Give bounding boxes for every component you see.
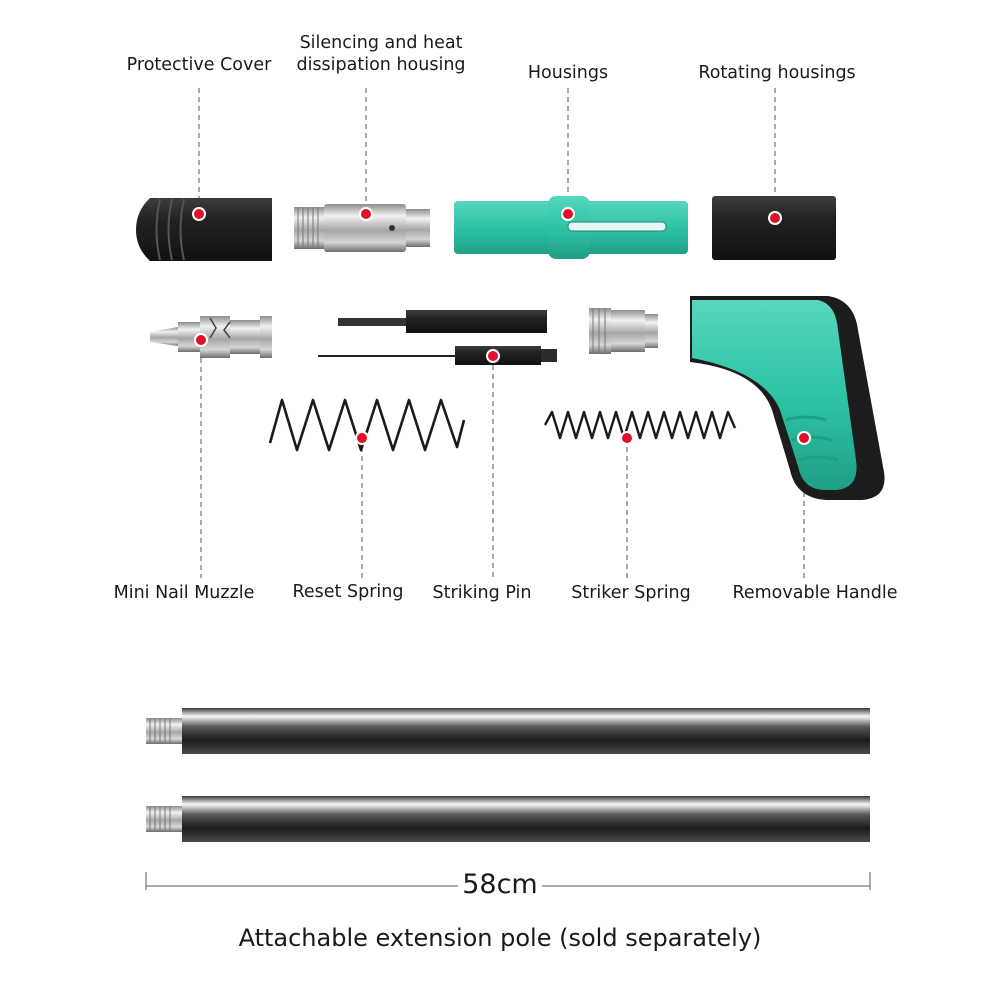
extension-pole-2	[146, 796, 870, 842]
marker-striking-pin	[486, 349, 500, 363]
marker-silencing-housing	[359, 207, 373, 221]
rotating-housing-part	[712, 196, 836, 260]
dimension-label: 58cm	[458, 869, 542, 900]
label-striking-pin: Striking Pin	[432, 583, 532, 603]
label-reset-spring: Reset Spring	[292, 582, 404, 602]
label-protective-cover: Protective Cover	[126, 55, 272, 75]
nut-part	[589, 308, 658, 354]
mini-nail-muzzle-part	[150, 316, 272, 358]
part-markers	[192, 207, 811, 445]
removable-handle-part	[690, 296, 885, 500]
marker-rotating-housings	[768, 211, 782, 225]
housing-part	[454, 196, 688, 259]
striking-pin-part	[318, 310, 557, 365]
dimension-label-wrap: 58cm	[0, 869, 1000, 900]
caption: Attachable extension pole (sold separate…	[238, 924, 762, 952]
marker-striker-spring	[620, 431, 634, 445]
reset-spring-part	[268, 398, 466, 452]
label-housings: Housings	[527, 63, 609, 83]
label-mini-nail-muzzle: Mini Nail Muzzle	[113, 583, 255, 603]
label-striker-spring: Striker Spring	[571, 583, 691, 603]
marker-mini-nail-muzzle	[194, 333, 208, 347]
extension-pole-1	[146, 708, 870, 754]
marker-protective-cover	[192, 207, 206, 221]
label-rotating-housings: Rotating housings	[698, 63, 856, 83]
leader-lines	[198, 88, 805, 578]
marker-housings	[561, 207, 575, 221]
silencing-housing-part	[294, 204, 430, 252]
protective-cover-part	[136, 198, 272, 261]
marker-removable-handle	[797, 431, 811, 445]
label-silencing-housing: Silencing and heat dissipation housing	[296, 33, 466, 75]
label-removable-handle: Removable Handle	[732, 583, 898, 603]
striker-spring-part	[543, 410, 737, 440]
marker-reset-spring	[355, 431, 369, 445]
